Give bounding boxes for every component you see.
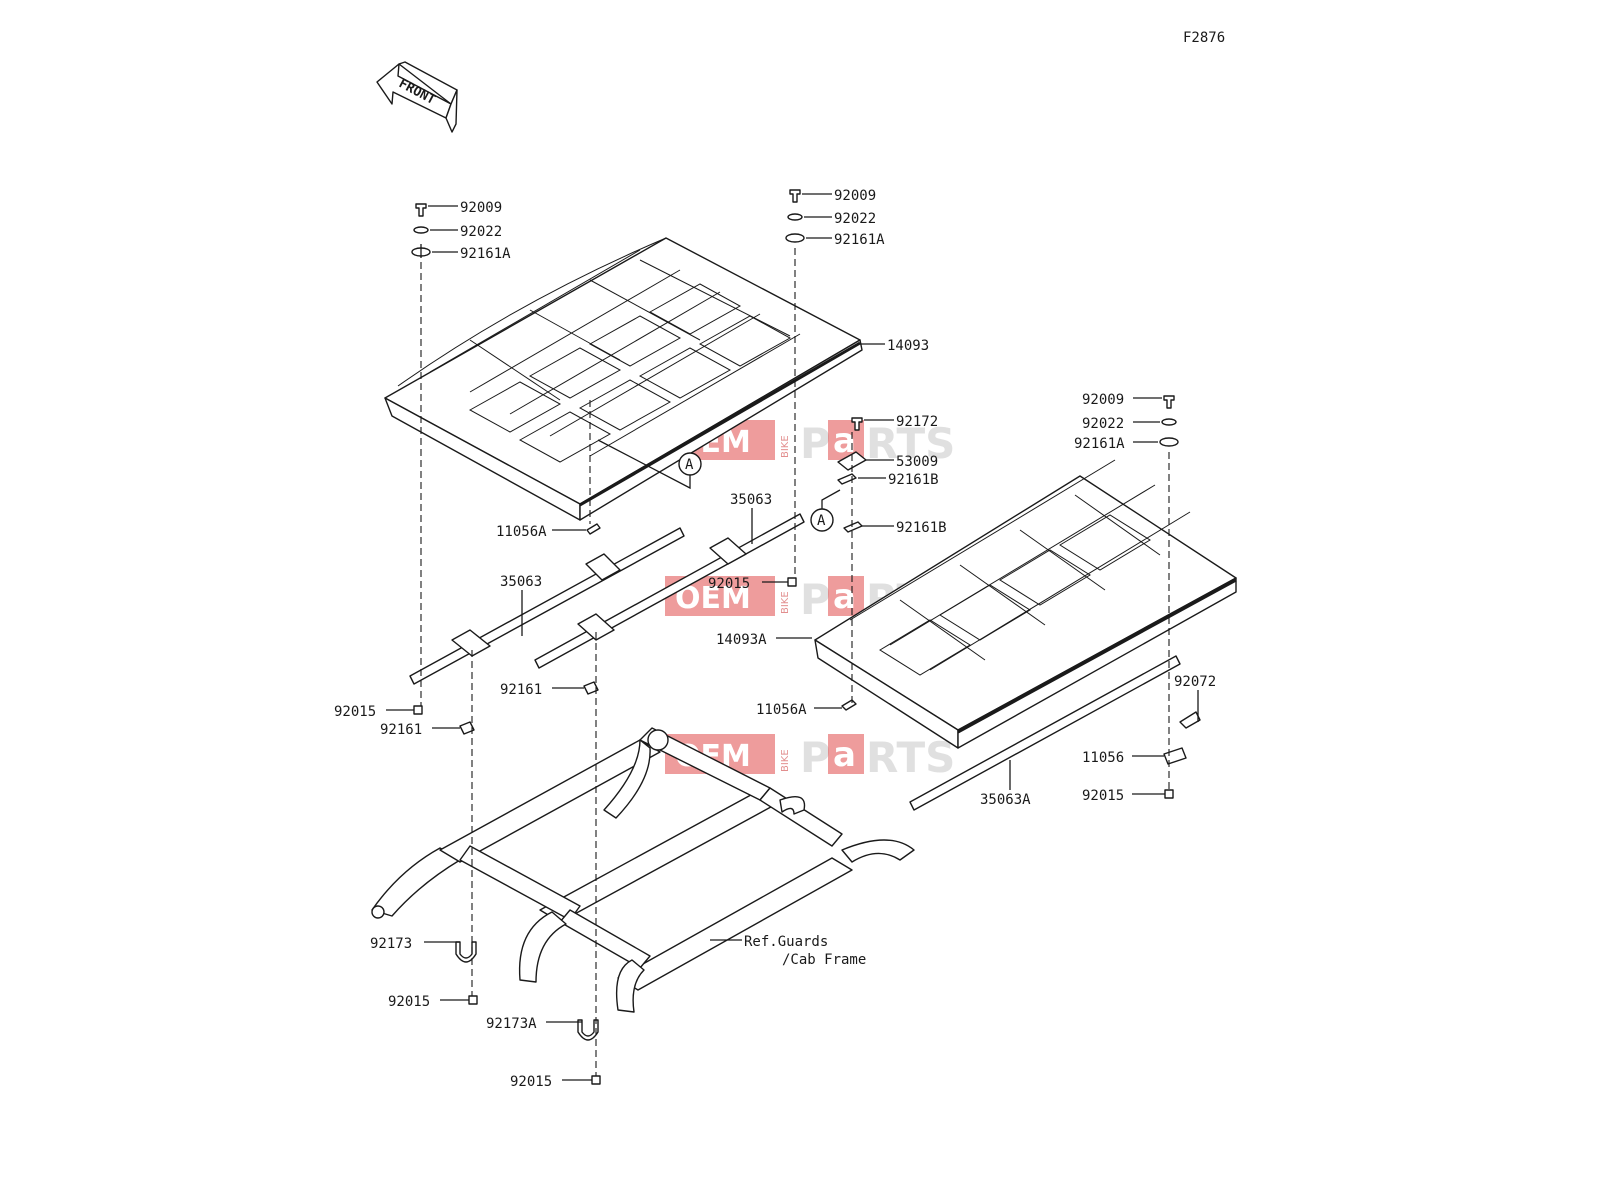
label-92161b: 92161B xyxy=(888,472,939,488)
leader-lines xyxy=(386,193,1199,1081)
ref-note-line2: /Cab Frame xyxy=(782,952,866,968)
label-92072: 92072 xyxy=(1174,674,1216,690)
ref-note-line1: Ref.Guards xyxy=(744,934,828,950)
label-53009: 53009 xyxy=(896,454,938,470)
label-92022: 92022 xyxy=(1082,416,1124,432)
label-92022: 92022 xyxy=(834,211,876,227)
front-roof-panel xyxy=(384,237,863,521)
label-92015: 92015 xyxy=(388,994,430,1010)
svg-text:P: P xyxy=(800,733,831,782)
bracket-35063A xyxy=(909,655,1181,811)
label-92015: 92015 xyxy=(708,576,750,592)
svg-text:A: A xyxy=(685,457,694,473)
svg-text:a: a xyxy=(833,421,856,461)
label-92015: 92015 xyxy=(334,704,376,720)
label-92172: 92172 xyxy=(896,414,938,430)
label-11056: 11056 xyxy=(1082,750,1124,766)
label-11056a: 11056A xyxy=(496,524,547,540)
svg-text:BIKE: BIKE xyxy=(780,591,791,614)
label-92161b: 92161B xyxy=(896,520,947,536)
svg-text:P: P xyxy=(800,575,831,624)
cab-frame-guards xyxy=(371,727,915,1013)
label-35063a: 35063A xyxy=(980,792,1031,808)
diagram-id: F2876 xyxy=(1183,30,1225,46)
label-92009: 92009 xyxy=(460,200,502,216)
label-14093a: 14093A xyxy=(716,632,767,648)
label-92173a: 92173A xyxy=(486,1016,537,1032)
svg-text:a: a xyxy=(833,735,856,775)
svg-text:a: a xyxy=(833,577,856,617)
bracket-35063-left xyxy=(409,527,685,685)
assembly-lines xyxy=(420,244,1170,1076)
svg-text:BIKE: BIKE xyxy=(780,749,791,772)
label-35063: 35063 xyxy=(730,492,772,508)
callout-a-bracket: A xyxy=(810,489,841,532)
fasteners xyxy=(411,189,1201,1085)
label-35063: 35063 xyxy=(500,574,542,590)
svg-text:RTS: RTS xyxy=(866,733,955,782)
label-11056a: 11056A xyxy=(756,702,807,718)
label-92161a: 92161A xyxy=(834,232,885,248)
label-14093: 14093 xyxy=(887,338,929,354)
rear-roof-panel xyxy=(814,459,1237,749)
label-92022: 92022 xyxy=(460,224,502,240)
label-92015: 92015 xyxy=(510,1074,552,1090)
label-92015: 92015 xyxy=(1082,788,1124,804)
label-92161: 92161 xyxy=(380,722,422,738)
label-92161a: 92161A xyxy=(1074,436,1125,452)
label-92009: 92009 xyxy=(834,188,876,204)
svg-text:BIKE: BIKE xyxy=(780,435,791,458)
label-92009: 92009 xyxy=(1082,392,1124,408)
label-92161a: 92161A xyxy=(460,246,511,262)
part-labels: 92009 92022 92161A 92009 92022 92161A 14… xyxy=(334,188,1216,1090)
svg-text:P: P xyxy=(800,419,831,468)
front-direction-arrow: FRONT xyxy=(376,61,458,133)
label-92173: 92173 xyxy=(370,936,412,952)
svg-text:A: A xyxy=(817,513,826,529)
callout-a-roof: A xyxy=(597,439,702,490)
label-92161: 92161 xyxy=(500,682,542,698)
bracket-35063-right xyxy=(534,513,805,669)
